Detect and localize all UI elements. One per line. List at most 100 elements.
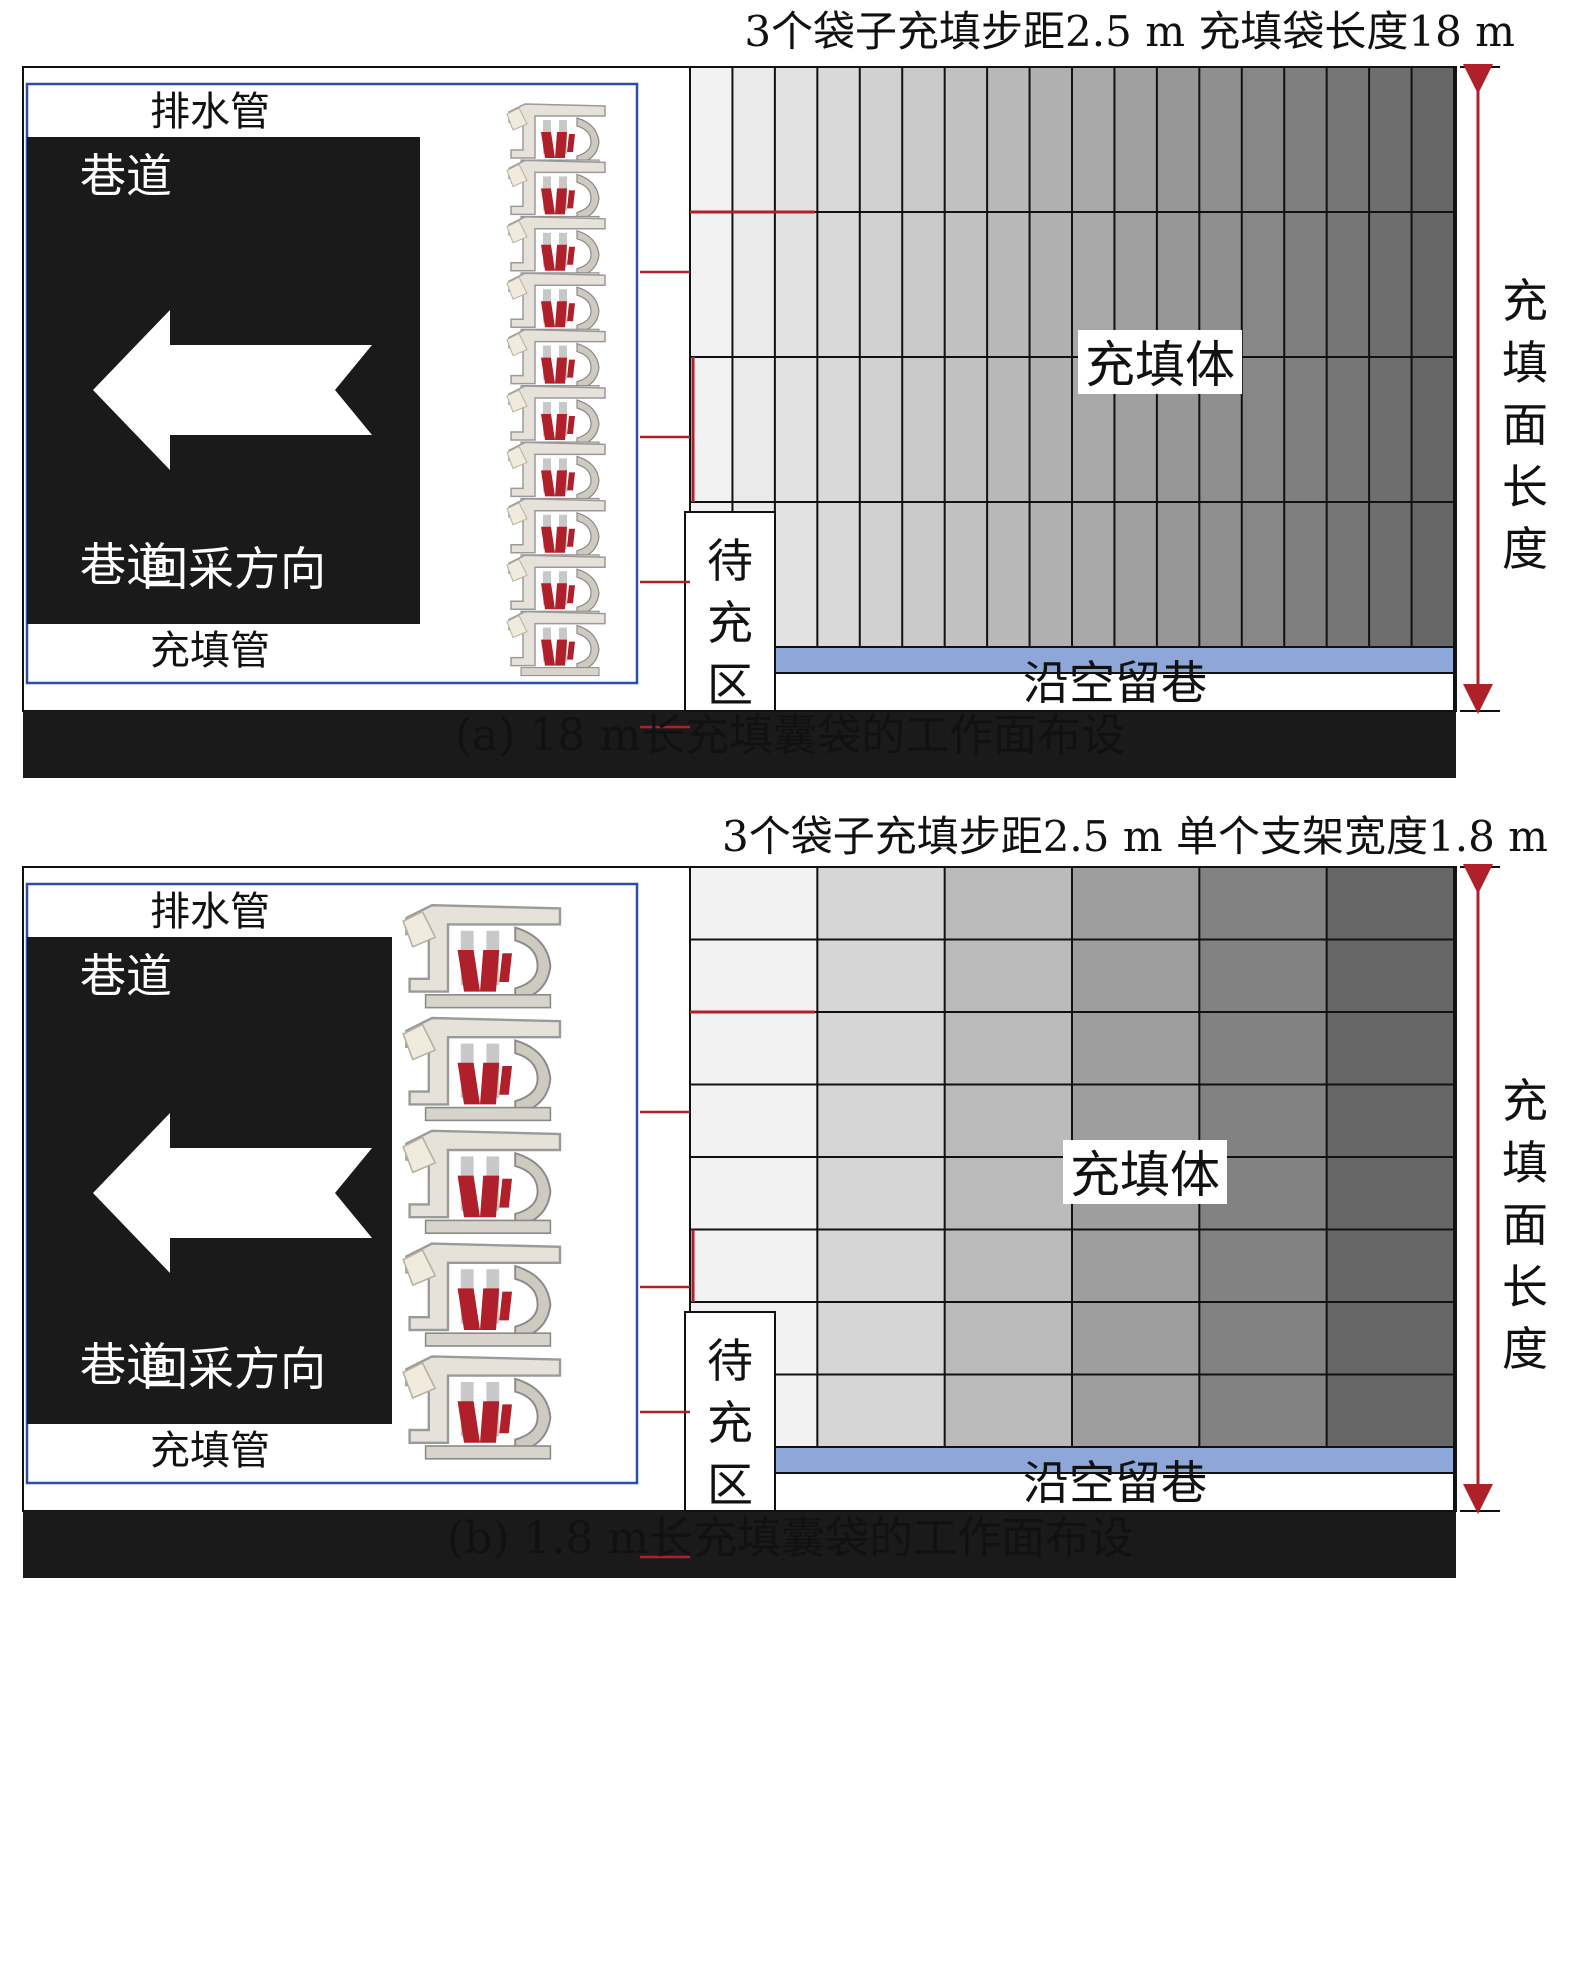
- roadway-label-bottom: 巷道: [80, 538, 172, 592]
- support-shield: [506, 502, 528, 526]
- support-leg-cylinder: [499, 1066, 512, 1095]
- support-link: [576, 286, 600, 334]
- pending-zone-label: 待: [707, 534, 753, 588]
- support-shield: [506, 107, 528, 131]
- support-link: [514, 1151, 552, 1228]
- support-shield: [506, 558, 528, 582]
- pending-zone-label: 区: [707, 1458, 753, 1512]
- support-base: [424, 1445, 552, 1460]
- support-link: [576, 117, 600, 165]
- hydraulic-support-icon-10: [506, 610, 606, 677]
- support-link: [514, 1039, 552, 1116]
- support-leg-cylinder: [567, 416, 575, 434]
- drain-pipe-label: 排水管: [150, 89, 270, 135]
- support-leg-cylinder: [457, 950, 480, 992]
- hydraulic-support-icon-5: [402, 1355, 562, 1460]
- support-shield: [402, 910, 437, 948]
- pending-zone-label: 充: [707, 596, 753, 650]
- roadway-label-top: 巷道: [80, 949, 172, 1003]
- support-leg-cylinder: [541, 583, 555, 610]
- support-leg-cylinder: [541, 414, 555, 440]
- mining-direction-label: 回采方向: [142, 1342, 326, 1396]
- step-note: 3个袋子充填步距2.5 m 单个支架宽度1.8 m: [722, 812, 1548, 861]
- support-leg-cylinder: [499, 1178, 512, 1208]
- support-base: [424, 1332, 552, 1347]
- support-leg-cylinder: [555, 639, 567, 666]
- support-leg-cylinder: [480, 1175, 500, 1218]
- support-link: [514, 1377, 552, 1454]
- gob-roadway-box: [774, 1472, 1455, 1512]
- support-shield: [506, 163, 528, 188]
- support-leg-cylinder: [480, 1288, 500, 1330]
- hydraulic-support-icon-4: [402, 1242, 562, 1347]
- support-leg-cylinder: [567, 641, 575, 660]
- support-link: [576, 399, 600, 447]
- mining-direction-arrow: [93, 310, 372, 470]
- support-shield: [506, 614, 528, 639]
- support-leg-cylinder: [457, 1401, 480, 1443]
- support-leg-cylinder: [567, 585, 575, 604]
- gob-roadway-label: 沿空留巷: [1023, 1456, 1207, 1510]
- panel-b: 排水管充填管巷道巷道回采方向待充区沿空留巷充填体充填面长度3个袋子充填步距2.5…: [22, 812, 1548, 1578]
- support-link: [514, 926, 552, 1003]
- support-leg-cylinder: [541, 301, 555, 328]
- support-shield: [402, 1136, 437, 1174]
- support-link: [576, 568, 600, 616]
- face-length-label: 长: [1502, 1260, 1548, 1314]
- fill-pipe-label: 充填管: [150, 1428, 270, 1474]
- support-leg-cylinder: [541, 526, 555, 553]
- pending-zone-box: [684, 1311, 776, 1512]
- support-leg-cylinder: [541, 470, 555, 497]
- support-link: [576, 229, 600, 278]
- face-length-label: 度: [1502, 1322, 1548, 1376]
- support-leg-cylinder: [457, 1288, 480, 1330]
- face-length-label: 面: [1502, 1198, 1548, 1252]
- pending-zone-label: 充: [707, 1396, 753, 1450]
- support-link: [514, 1264, 552, 1341]
- support-link: [576, 173, 600, 222]
- support-leg-cylinder: [457, 1062, 480, 1105]
- support-leg-cylinder: [555, 414, 567, 440]
- support-leg-cylinder: [567, 190, 575, 209]
- fill-pipe-label: 充填管: [150, 628, 270, 674]
- support-leg-cylinder: [567, 472, 575, 491]
- face-length-label: 填: [1502, 336, 1548, 390]
- step-note: 3个袋子充填步距2.5 m 充填袋长度18 m: [744, 7, 1515, 56]
- support-leg-cylinder: [480, 950, 500, 992]
- support-leg-cylinder: [541, 188, 555, 215]
- face-length-label: 长: [1502, 460, 1548, 514]
- face-length-label: 度: [1502, 522, 1548, 576]
- support-leg-cylinder: [555, 583, 567, 610]
- drain-pipe-label: 排水管: [150, 889, 270, 935]
- roadway-label-bottom: 巷道: [80, 1338, 172, 1392]
- support-shield: [402, 1361, 437, 1400]
- support-leg-cylinder: [555, 526, 567, 553]
- support-link: [576, 624, 600, 673]
- support-base: [424, 1106, 552, 1122]
- support-leg-cylinder: [499, 953, 512, 982]
- panel-caption: (b) 1.8 m长充填囊袋的工作面布设: [447, 1513, 1133, 1564]
- support-shield: [506, 276, 528, 300]
- face-length-label: 充: [1502, 274, 1548, 328]
- pending-zone-label: 待: [707, 1334, 753, 1388]
- hydraulic-support-icon-3: [402, 1129, 562, 1234]
- face-length-label: 填: [1502, 1136, 1548, 1190]
- support-leg-cylinder: [457, 1175, 480, 1218]
- support-leg-cylinder: [480, 1401, 500, 1443]
- support-leg-cylinder: [555, 244, 567, 271]
- support-leg-cylinder: [555, 188, 567, 215]
- support-shield: [506, 332, 528, 357]
- panel-caption: (a) 18 m长充填囊袋的工作面布设: [455, 710, 1125, 761]
- support-leg-cylinder: [499, 1291, 512, 1321]
- support-leg-cylinder: [541, 244, 555, 271]
- bottom-roadway-band: [23, 711, 1456, 778]
- support-leg-cylinder: [541, 357, 555, 384]
- mining-direction-arrow: [93, 1113, 372, 1273]
- fill-body-label: 充填体: [1085, 336, 1235, 394]
- support-leg-cylinder: [555, 132, 567, 158]
- support-leg-cylinder: [541, 132, 555, 158]
- fill-body-label-bg: [1063, 1140, 1227, 1204]
- support-leg-cylinder: [555, 301, 567, 328]
- pending-zone-label: 区: [707, 658, 753, 712]
